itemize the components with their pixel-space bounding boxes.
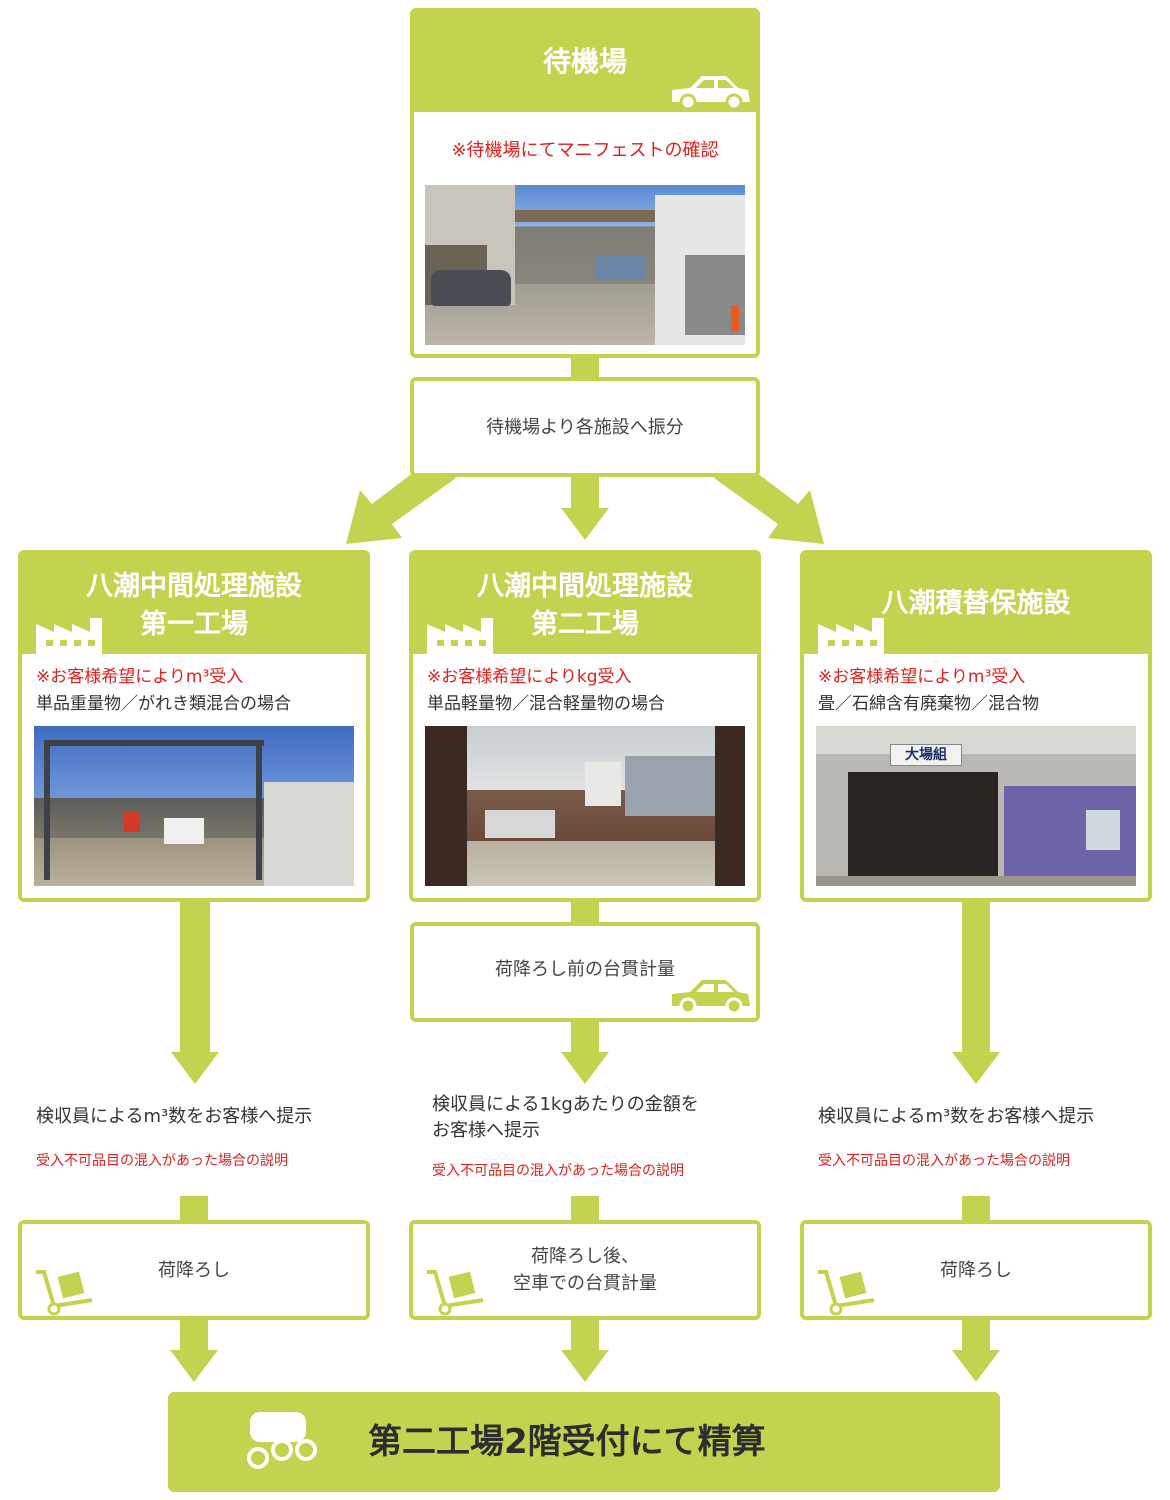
hand-truck-icon [818,1270,875,1316]
plant-1-inspection-text: 検収員によるm³数をお客様へ提示 [36,1106,313,1127]
car-icon [672,980,750,1015]
plant-1-photo [34,726,354,886]
connector [962,898,990,1054]
plant-3-inspection-red: 受入不可品目の混入があった場合の説明 [818,1153,1070,1169]
plant-1-unload-box: 荷降ろし [18,1220,370,1320]
plant-2-red-note: ※お客様希望によりkg受入 [427,667,632,687]
plant-3-unload-label: 荷降ろし [940,1259,1012,1281]
plant-1-inspection: 検収員によるm³数をお客様へ提示 受入不可品目の混入があった場合の説明 [36,1104,376,1170]
plant-2-unload-label: 荷降ろし後、 空車での台貫計量 [513,1246,657,1294]
plant-2-inspection: 検収員による1kgあたりの金額を お客様へ提示 受入不可品目の混入があった場合の… [432,1092,772,1180]
plant-1-red-note: ※お客様希望によりm³受入 [36,667,244,687]
connector [571,898,599,926]
plant-3-inspection-text: 検収員によるm³数をお客様へ提示 [818,1106,1095,1127]
factory-icon [427,618,493,654]
final-settlement-label: 第二工場2階受付にて精算 [368,1422,766,1462]
final-settlement-bar: 第二工場2階受付にて精算 [168,1392,1000,1492]
plant-1-unload-label: 荷降ろし [158,1259,230,1281]
weigh-before-box: 荷降ろし前の台貫計量 [410,922,760,1022]
plant-3-photo: 大場組 [816,726,1136,886]
plant-3-panel: 八潮積替保施設 ※お客様希望によりm³受入 畳／石綿含有廃棄物／混合物 大場組 [800,550,1152,902]
plant-2-unload-box: 荷降ろし後、 空車での台貫計量 [409,1220,761,1320]
waiting-area-panel: 待機場 ※待機場にてマニフェストの確認 [410,8,760,358]
hand-truck-icon [36,1270,93,1316]
plant-2-panel: 八潮中間処理施設 第二工場 ※お客様希望によりkg受入 単品軽量物／混合軽量物の… [409,550,761,902]
connector [180,1196,208,1224]
arrow-head [952,1350,1000,1382]
plant-3-note: ※お客様希望によりm³受入 畳／石綿含有廃棄物／混合物 [818,664,1142,718]
plant-1-header: 八潮中間処理施設 第一工場 [22,554,366,654]
arrow-head [561,1350,609,1382]
plant-2-title-line1: 八潮中間処理施設 [477,571,693,602]
connector [571,1196,599,1224]
plant-1-desc: 単品重量物／がれき類混合の場合 [36,694,291,714]
plant-3-inspection: 検収員によるm³数をお客様へ提示 受入不可品目の混入があった場合の説明 [818,1104,1158,1170]
truck-icon [247,1412,317,1469]
plant-2-inspection-red: 受入不可品目の混入があった場合の説明 [432,1163,684,1179]
waiting-area-note: ※待機場にてマニフェストの確認 [451,140,719,161]
signboard-text: 大場組 [905,747,947,763]
car-icon [672,76,750,111]
connector [962,1196,990,1224]
distribute-label: 待機場より各施設へ振分 [486,416,684,438]
plant-3-desc: 畳／石綿含有廃棄物／混合物 [818,694,1039,714]
plant-1-title-line1: 八潮中間処理施設 [86,571,302,602]
signboard: 大場組 [890,744,962,766]
distribute-box: 待機場より各施設へ振分 [410,377,760,477]
plant-1-title-line2: 第一工場 [140,609,248,640]
connector [180,898,210,1054]
plant-2-photo [425,726,745,886]
plant-2-title-line2: 第二工場 [531,609,639,640]
arrow-head [171,1052,219,1084]
factory-icon [818,618,884,654]
plant-1-note: ※お客様希望によりm³受入 単品重量物／がれき類混合の場合 [36,664,360,718]
plant-3-red-note: ※お客様希望によりm³受入 [818,667,1026,687]
connector [962,1318,990,1352]
factory-icon [36,618,102,654]
plant-1-inspection-red: 受入不可品目の混入があった場合の説明 [36,1153,288,1169]
plant-3-title: 八潮積替保施設 [881,588,1071,619]
connector [571,1018,599,1054]
hand-truck-icon [427,1270,484,1316]
waiting-area-photo [425,185,745,345]
weigh-before-label: 荷降ろし前の台貫計量 [495,958,675,980]
connector [571,1318,599,1352]
connector [180,1318,208,1352]
arrow-head [170,1350,218,1382]
arrow-head [952,1052,1000,1084]
plant-2-inspection-text: 検収員による1kgあたりの金額を お客様へ提示 [432,1094,699,1141]
waiting-area-title: 待機場 [542,45,627,78]
arrow-head [561,1052,609,1084]
plant-2-desc: 単品軽量物／混合軽量物の場合 [427,694,665,714]
plant-3-unload-box: 荷降ろし [800,1220,1152,1320]
plant-2-note: ※お客様希望によりkg受入 単品軽量物／混合軽量物の場合 [427,664,751,718]
plant-1-panel: 八潮中間処理施設 第一工場 ※お客様希望によりm³受入 単品重量物／がれき類混合… [18,550,370,902]
